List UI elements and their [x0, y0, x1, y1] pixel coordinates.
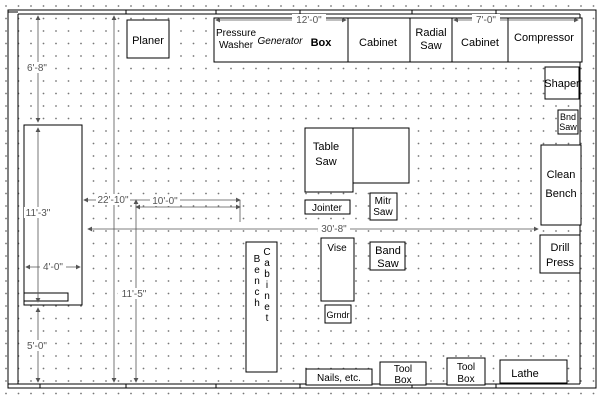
- bench-letter: e: [254, 265, 260, 276]
- dim-4-0: 4'-0": [43, 262, 63, 273]
- miter-saw: [369, 192, 398, 221]
- jointer: [304, 199, 351, 215]
- shaper: [544, 66, 580, 100]
- dim-30-8: 30'-8": [321, 224, 347, 235]
- dim-6-8: 6'-8": [27, 63, 47, 74]
- table-saw: [304, 127, 354, 193]
- cabinet-1-label: Cabinet: [359, 37, 397, 49]
- tool-box-2-label-1: Tool: [457, 362, 475, 373]
- cabinet-letter: t: [266, 313, 269, 324]
- top-cabinet-run: [213, 17, 583, 63]
- tool-box-1-label-2: Box: [394, 375, 411, 386]
- nails-label: Nails, etc.: [317, 373, 361, 384]
- bench-letter: B: [254, 254, 261, 265]
- table-saw-label-2: Saw: [315, 156, 336, 168]
- miter-saw-label-1: Mitr: [375, 196, 392, 207]
- bench-letter: n: [254, 276, 260, 287]
- lathe: [499, 359, 568, 384]
- small-band-saw-label-1: Bnd: [560, 112, 576, 122]
- cabinet-letter: b: [264, 269, 270, 280]
- dim-7-0: 7'-0": [476, 15, 496, 26]
- shaper-label: Shaper: [544, 78, 580, 90]
- cabinet-letter: C: [263, 247, 270, 258]
- dim-11-3: 11'-3": [26, 208, 51, 219]
- nails-shelf: [305, 368, 373, 386]
- planer: [126, 19, 170, 59]
- small-band-saw-label-2: Saw: [559, 122, 577, 132]
- dim-22-10: 22'-10": [97, 195, 128, 206]
- clean-bench-label-1: Clean: [547, 169, 576, 181]
- drill-press: [539, 234, 581, 274]
- walls: [7, 9, 597, 389]
- clean-bench: [540, 144, 582, 226]
- dim-12-0: 12'-0": [296, 15, 322, 26]
- radial-saw-label-1: Radial: [415, 27, 446, 39]
- drill-press-label-2: Press: [546, 257, 575, 269]
- left-table-shelf: [23, 292, 69, 302]
- grinder: [324, 304, 352, 324]
- jointer-label: Jointer: [312, 203, 343, 214]
- vise: [320, 237, 355, 302]
- tool-box-2: [446, 357, 486, 386]
- tool-box-1-label-1: Tool: [394, 364, 412, 375]
- table-saw-label-1: Table: [313, 141, 339, 153]
- cabinet-letter: n: [264, 291, 270, 302]
- bench-letter: h: [254, 298, 260, 309]
- small-band-saw: [557, 109, 579, 135]
- box-label: Box: [311, 37, 333, 49]
- pressure-washer-label-2: Washer: [219, 40, 254, 51]
- tool-box-1: [379, 361, 427, 386]
- planer-label: Planer: [132, 35, 164, 47]
- tool-box-2-label-2: Box: [457, 374, 474, 385]
- dim-11-5: 11'-5": [122, 289, 147, 300]
- table-saw-extension: [352, 127, 410, 184]
- cabinet-letter: a: [264, 258, 270, 269]
- dim-10-0: 10'-0": [152, 196, 178, 207]
- clean-bench-label-2: Bench: [545, 188, 576, 200]
- pressure-washer-label-1: Pressure: [216, 28, 256, 39]
- dim-5-0: 5'-0": [27, 341, 47, 352]
- vise-label: Vise: [327, 243, 347, 254]
- grinder-label: Grndr: [326, 310, 349, 320]
- compressor-label: Compressor: [514, 32, 574, 44]
- cabinet-2-label: Cabinet: [461, 37, 499, 49]
- generator-label: Generator: [257, 36, 303, 47]
- cabinet-letter: e: [264, 302, 270, 313]
- band-saw-label-1: Band: [375, 245, 401, 257]
- drill-press-label-1: Drill: [551, 242, 570, 254]
- radial-saw-label-2: Saw: [420, 40, 441, 52]
- band-saw: [369, 241, 406, 271]
- bench-cabinet: [245, 241, 278, 373]
- cabinet-letter: i: [266, 280, 268, 291]
- lathe-label: Lathe: [511, 368, 539, 380]
- miter-saw-label-2: Saw: [373, 207, 393, 218]
- bench-letter: c: [255, 287, 260, 298]
- band-saw-label-2: Saw: [377, 258, 398, 270]
